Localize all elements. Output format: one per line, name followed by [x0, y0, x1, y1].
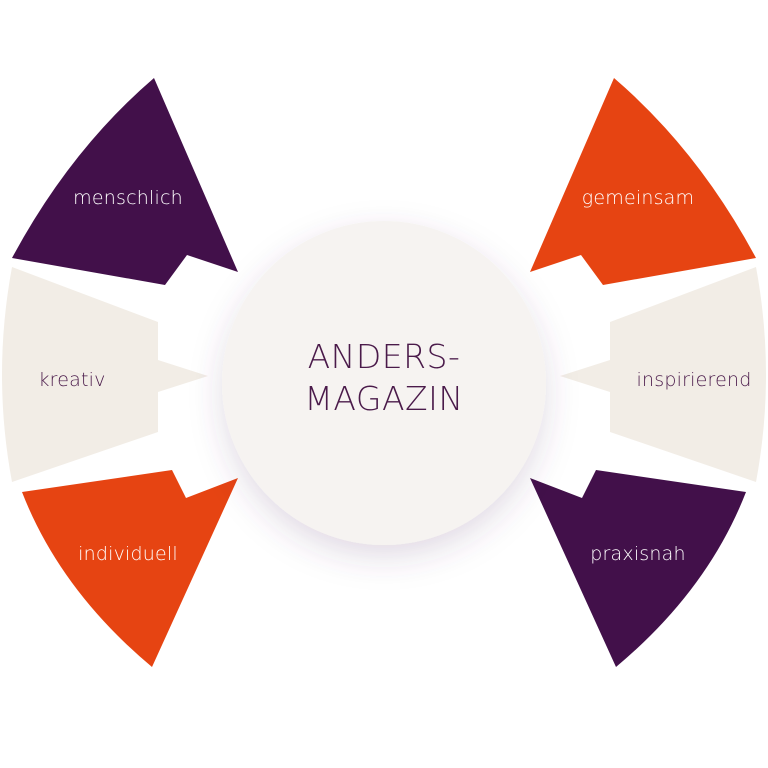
- segment-label-kreativ: kreativ: [38, 369, 105, 391]
- segment-label-praxisnah: praxisnah: [590, 543, 685, 565]
- center-title-line1: ANDERS-: [308, 337, 461, 376]
- segment-label-inspirierend: inspirierend: [637, 369, 752, 391]
- center-title-line2: MAGAZIN: [304, 379, 463, 418]
- segment-bottom-right-shape: [530, 470, 746, 667]
- segment-label-gemeinsam: gemeinsam: [582, 187, 694, 209]
- segment-bottom-left-shape: [22, 470, 238, 667]
- segment-mid-left-shape: [2, 267, 208, 482]
- segment-top-right-shape: [530, 78, 756, 285]
- segment-label-individuell: individuell: [78, 543, 178, 565]
- segment-mid-right-shape: [560, 267, 766, 482]
- center-circle: [222, 221, 546, 545]
- segment-label-menschlich: menschlich: [73, 187, 183, 209]
- segment-top-left-shape: [12, 78, 238, 285]
